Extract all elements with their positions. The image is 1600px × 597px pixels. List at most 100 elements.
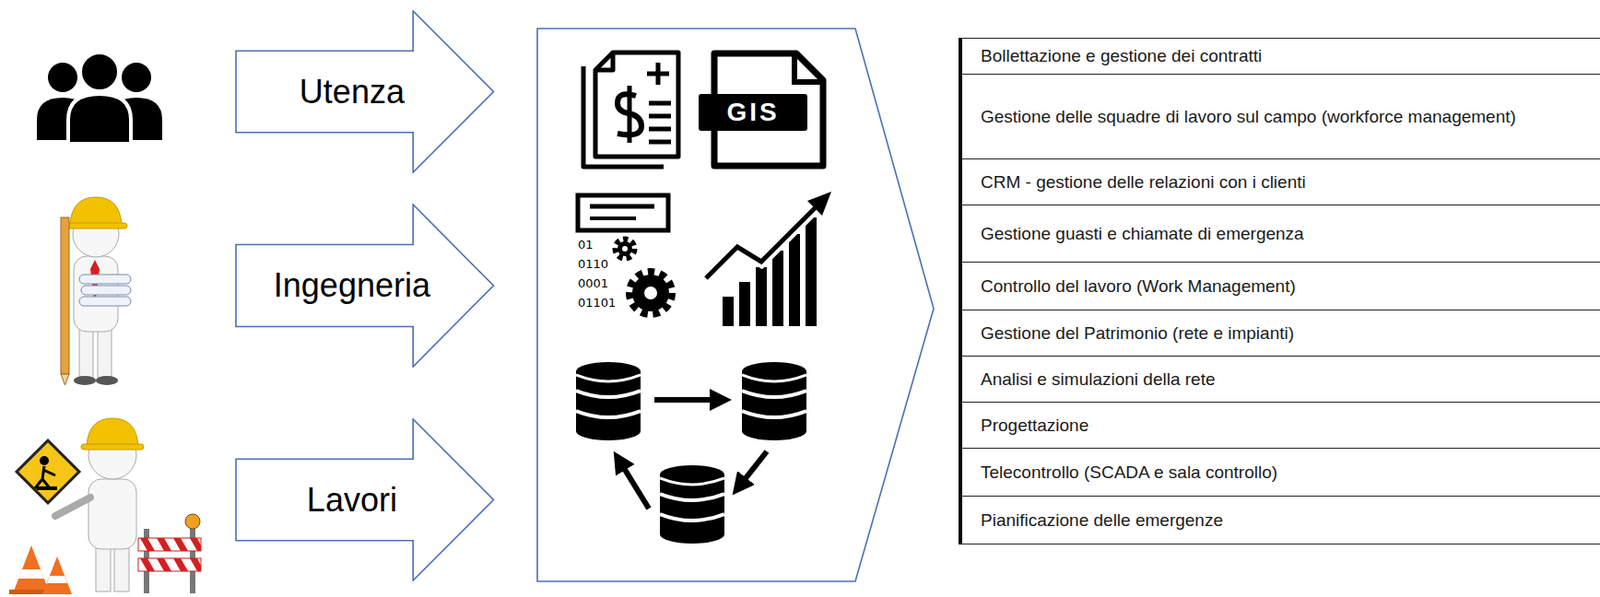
worker-figure-part xyxy=(156,538,172,552)
binary-code: 0110 xyxy=(577,257,609,272)
worker-figure-part xyxy=(140,558,155,572)
billing-icon-part xyxy=(627,85,633,143)
table-cell: Gestione guasti e chiamate di emergenza xyxy=(980,223,1305,246)
worker-figure-part xyxy=(189,538,201,552)
table-cell: CRM - gestione delle relazioni con i cli… xyxy=(980,171,1306,194)
engineer-figure xyxy=(60,197,131,386)
binary-code: 01 xyxy=(577,237,594,253)
table-row: Gestione guasti e chiamate di emergenza xyxy=(962,205,1600,263)
growth-chart-icon xyxy=(705,191,832,327)
gis-file-icon-part xyxy=(698,94,808,131)
billing-icon-part xyxy=(647,71,670,77)
billing-icon-part xyxy=(648,127,671,132)
database-cycle-icon-part xyxy=(576,362,641,441)
code-gears-icon-part xyxy=(589,216,636,221)
arrow-shape: Lavori xyxy=(235,418,495,582)
icon-text: GIS xyxy=(698,94,808,131)
billing-icon-part xyxy=(595,52,613,71)
table-cell: Pianificazione delle emergenze xyxy=(980,509,1224,532)
code-gears-icon xyxy=(577,195,671,314)
engineer-figure-part xyxy=(70,197,122,225)
table-cell: Analisi e simulazioni della rete xyxy=(980,368,1216,391)
table-row: Pianificazione delle emergenze xyxy=(962,496,1600,545)
table-row: Bollettazione e gestione dei contratti xyxy=(962,37,1600,75)
code-gears-icon-part xyxy=(577,195,669,231)
table-cell: Gestione delle squadre di lavoro sul cam… xyxy=(980,105,1517,129)
arrow-outline-path xyxy=(235,204,495,367)
growth-chart-icon-part xyxy=(705,206,817,279)
arrow-label-box: Lavori xyxy=(235,418,470,582)
worker-figure-part xyxy=(81,444,144,450)
worker-figure-part xyxy=(189,558,201,572)
worker-figure-part xyxy=(140,538,201,572)
worker-figure xyxy=(9,418,201,595)
code-gears-icon-part xyxy=(615,239,635,259)
worker-figure-part xyxy=(173,558,189,572)
database-cycle-icon xyxy=(576,362,807,544)
growth-chart-icon-part xyxy=(788,234,800,327)
worker-figure-part xyxy=(42,556,72,595)
users-icon xyxy=(36,52,163,144)
users-icon-part xyxy=(68,94,131,144)
worker-figure-part xyxy=(114,543,130,592)
worker-figure-part xyxy=(39,456,49,466)
worker-figure-part xyxy=(12,545,50,594)
engineer-figure-part xyxy=(97,327,112,378)
table-cell: Controllo del lavoro (Work Management) xyxy=(980,275,1296,298)
billing-icon-part xyxy=(648,101,671,106)
code-gears-icon-part xyxy=(630,272,671,314)
database-cycle-icon-part xyxy=(654,397,721,403)
database-cycle-icon-part xyxy=(739,451,767,487)
arrow-outline-path xyxy=(235,419,495,581)
binary-code: 01101 xyxy=(577,295,616,311)
database-cycle-icon-part xyxy=(741,362,807,441)
code-gears-icon-part xyxy=(644,286,658,300)
worker-figure-part xyxy=(138,558,201,572)
table-row: Controllo del lavoro (Work Management) xyxy=(962,262,1600,311)
table-cell: Telecontrollo (SCADA e sala controllo) xyxy=(980,461,1278,484)
growth-chart-icon-part xyxy=(772,250,784,327)
worker-figure-part xyxy=(35,466,56,489)
worker-figure-part xyxy=(36,486,58,491)
database-cycle-icon-part xyxy=(659,465,725,544)
arrow-outline-path xyxy=(235,11,495,173)
worker-figure-part xyxy=(156,558,172,572)
table-row: Telecontrollo (SCADA e sala controllo) xyxy=(962,448,1600,497)
worker-figure-part xyxy=(140,538,155,552)
billing-icon-part xyxy=(595,52,679,157)
table-cell: Progettazione xyxy=(980,414,1089,437)
worker-figure-part xyxy=(88,479,137,550)
code-gears-icon-part xyxy=(632,274,670,312)
worker-figure-part xyxy=(95,543,111,592)
table-row: Gestione delle squadre di lavoro sul cam… xyxy=(962,74,1600,160)
engineer-figure-part xyxy=(79,274,131,284)
engineer-figure-part xyxy=(79,327,94,378)
function-table: Bollettazione e gestione dei contrattiGe… xyxy=(958,37,1600,545)
code-gears-icon-part xyxy=(589,204,655,210)
billing-icon-part xyxy=(648,140,671,145)
engineer-figure-part xyxy=(79,274,131,306)
table-row: CRM - gestione delle relazioni con i cli… xyxy=(962,159,1600,206)
database-cycle-icon-part xyxy=(619,460,649,509)
engineer-figure-part xyxy=(81,285,131,295)
users-icon-part xyxy=(47,62,78,93)
engineer-figure-part xyxy=(60,217,70,375)
worker-figure-part xyxy=(18,569,45,579)
binary-code: 0001 xyxy=(577,276,609,292)
arrow-label: Lavori xyxy=(306,481,398,520)
table-row: Gestione del Patrimonio (rete e impianti… xyxy=(962,310,1600,357)
worker-figure-part xyxy=(86,418,139,447)
billing-icon xyxy=(583,52,679,167)
engineer-figure-part xyxy=(64,223,128,229)
table-cell: Gestione del Patrimonio (rete e impianti… xyxy=(980,322,1295,345)
engineer-figure-part xyxy=(95,376,118,386)
growth-chart-icon-part xyxy=(722,296,734,327)
engineer-figure-part xyxy=(79,296,131,306)
table-row: Analisi e simulazioni della rete xyxy=(962,356,1600,403)
worker-figure-part xyxy=(138,538,201,552)
billing-icon-part xyxy=(648,114,671,119)
growth-chart-icon-part xyxy=(805,217,817,327)
engineer-figure-part xyxy=(60,374,70,386)
